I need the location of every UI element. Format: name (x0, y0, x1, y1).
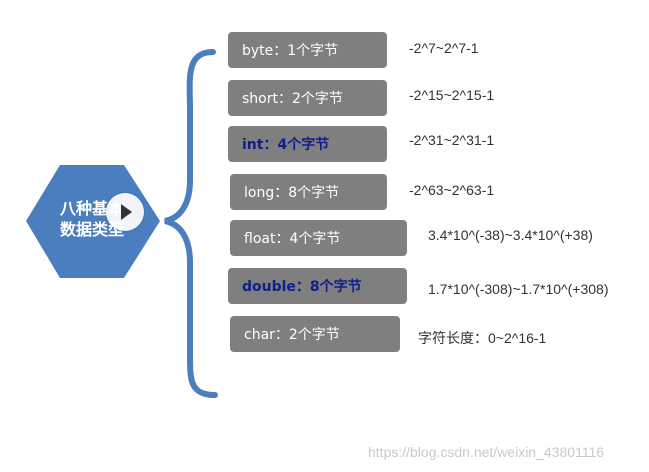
type-box-double: double：8个字节 (228, 268, 407, 304)
type-label-double: double：8个字节 (242, 279, 362, 295)
type-box-float: float：4个字节 (230, 220, 407, 256)
type-label-byte: byte：1个字节 (242, 43, 339, 59)
type-range-byte: -2^7~2^7-1 (409, 40, 479, 56)
type-box-short: short：2个字节 (228, 80, 387, 116)
type-range-long: -2^63~2^63-1 (409, 182, 495, 198)
type-range-char: 字符长度：0~2^16-1 (418, 330, 547, 346)
play-icon (121, 204, 132, 220)
type-label-float: float：4个字节 (244, 231, 341, 247)
type-label-long: long：8个字节 (244, 185, 340, 201)
type-range-double: 1.7*10^(-308)~1.7*10^(+308) (428, 281, 609, 297)
type-box-long: long：8个字节 (230, 174, 387, 210)
type-label-int: int：4个字节 (242, 137, 330, 153)
center-label-line2: 数据类型 (60, 220, 125, 239)
type-box-byte: byte：1个字节 (228, 32, 387, 68)
type-range-float: 3.4*10^(-38)~3.4*10^(+38) (428, 227, 593, 243)
type-label-char: char：2个字节 (244, 327, 340, 343)
type-label-short: short：2个字节 (242, 91, 343, 107)
type-range-int: -2^31~2^31-1 (409, 132, 495, 148)
play-button[interactable] (106, 193, 144, 231)
type-range-short: -2^15~2^15-1 (409, 87, 495, 103)
watermark-url: https://blog.csdn.net/weixin_43801116 (368, 444, 605, 460)
curly-brace (164, 49, 218, 398)
type-box-char: char：2个字节 (230, 316, 400, 352)
type-box-int: int：4个字节 (228, 126, 387, 162)
